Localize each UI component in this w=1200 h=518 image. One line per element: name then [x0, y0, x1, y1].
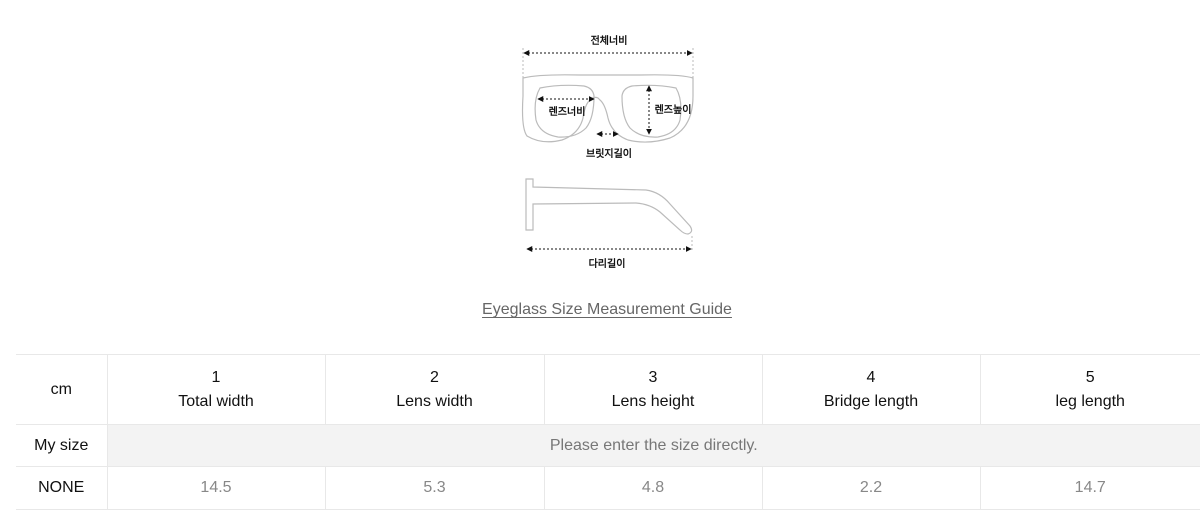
- left-lens: [534, 84, 595, 138]
- column-label: Bridge length: [823, 392, 919, 410]
- column-header-leg-length: 5 leg length: [979, 354, 1200, 425]
- table-cell: 5.3: [324, 466, 544, 510]
- right-lens: [621, 84, 682, 138]
- column-header-bridge-length: 4 Bridge length: [761, 354, 980, 425]
- table-cell: 2.2: [761, 466, 980, 510]
- total-width-diagram-label: 전체너비: [591, 34, 628, 47]
- glasses-leg: [525, 178, 693, 235]
- column-header-lens-width: 2 Lens width: [324, 354, 544, 425]
- measurement-guide-link[interactable]: Eyeglass Size Measurement Guide: [482, 301, 732, 318]
- leg-length-diagram-label: 다리길이: [589, 257, 626, 270]
- table-cell: 4.8: [543, 466, 762, 510]
- my-size-label: My size: [16, 424, 107, 467]
- my-size-row: My size Please enter the size directly.: [16, 424, 1200, 467]
- column-header-lens-height: 3 Lens height: [543, 354, 762, 425]
- column-header-total-width: 1 Total width: [106, 354, 325, 425]
- eyeglass-size-diagram: 전체너비 렌즈너비 렌즈높이 브릿지길이 다리길이: [521, 34, 694, 270]
- column-number: 5: [1085, 368, 1095, 386]
- lens-height-diagram-label: 렌즈높이: [655, 103, 692, 116]
- column-number: 2: [430, 368, 439, 386]
- column-label: leg length: [1055, 392, 1125, 410]
- unit-header: cm: [16, 354, 107, 425]
- column-number: 4: [866, 368, 876, 386]
- column-label: Lens width: [396, 392, 473, 410]
- row-label: NONE: [16, 466, 107, 510]
- column-label: Total width: [178, 392, 254, 410]
- table-cell: 14.7: [979, 466, 1200, 510]
- table-cell: 14.5: [106, 466, 325, 510]
- lens-width-diagram-label: 렌즈너비: [549, 105, 586, 118]
- table-header-row: cm 1 Total width 2 Lens width 3 Lens hei…: [16, 354, 1200, 425]
- table-row: NONE 14.5 5.3 4.8 2.2 14.7: [16, 466, 1200, 510]
- glasses-front-frame: [521, 74, 694, 143]
- my-size-input-area[interactable]: Please enter the size directly.: [106, 424, 1200, 467]
- column-number: 1: [211, 368, 221, 386]
- column-label: Lens height: [611, 392, 695, 410]
- bridge-length-diagram-label: 브릿지길이: [586, 147, 632, 160]
- size-table: cm 1 Total width 2 Lens width 3 Lens hei…: [16, 354, 1200, 510]
- column-number: 3: [648, 368, 658, 386]
